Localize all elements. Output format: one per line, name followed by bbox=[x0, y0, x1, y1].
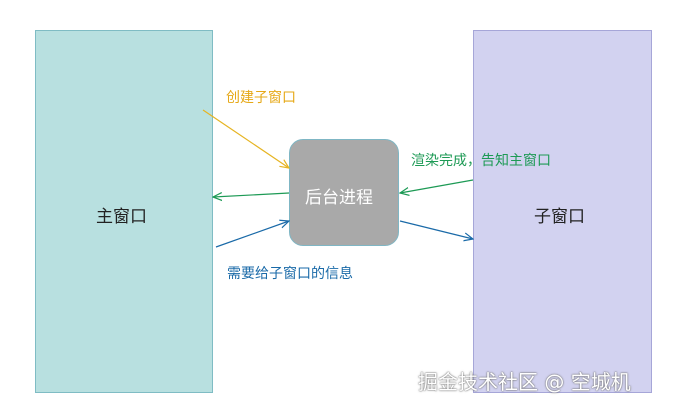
background-process-label: 后台进程 bbox=[305, 188, 373, 208]
needed-info-label: 需要给子窗口的信息 bbox=[227, 266, 353, 282]
info-arrow-main-to-process bbox=[215, 221, 289, 248]
child-window-label: 子窗口 bbox=[534, 207, 585, 227]
render-done-arrow-process-to-main bbox=[213, 193, 290, 197]
create-child-arrow bbox=[202, 109, 289, 168]
create-child-label: 创建子窗口 bbox=[226, 90, 296, 106]
background-process-box bbox=[289, 139, 399, 246]
render-done-label: 渲染完成，告知主窗口 bbox=[411, 153, 551, 169]
main-window-box bbox=[35, 30, 213, 393]
main-window-label: 主窗口 bbox=[96, 207, 147, 227]
render-done-arrow-child-to-process bbox=[400, 179, 474, 193]
watermark-text: 掘金技术社区 @ 空城机 bbox=[418, 370, 631, 394]
info-arrow-process-to-child bbox=[399, 220, 473, 239]
child-window-box bbox=[473, 30, 652, 393]
